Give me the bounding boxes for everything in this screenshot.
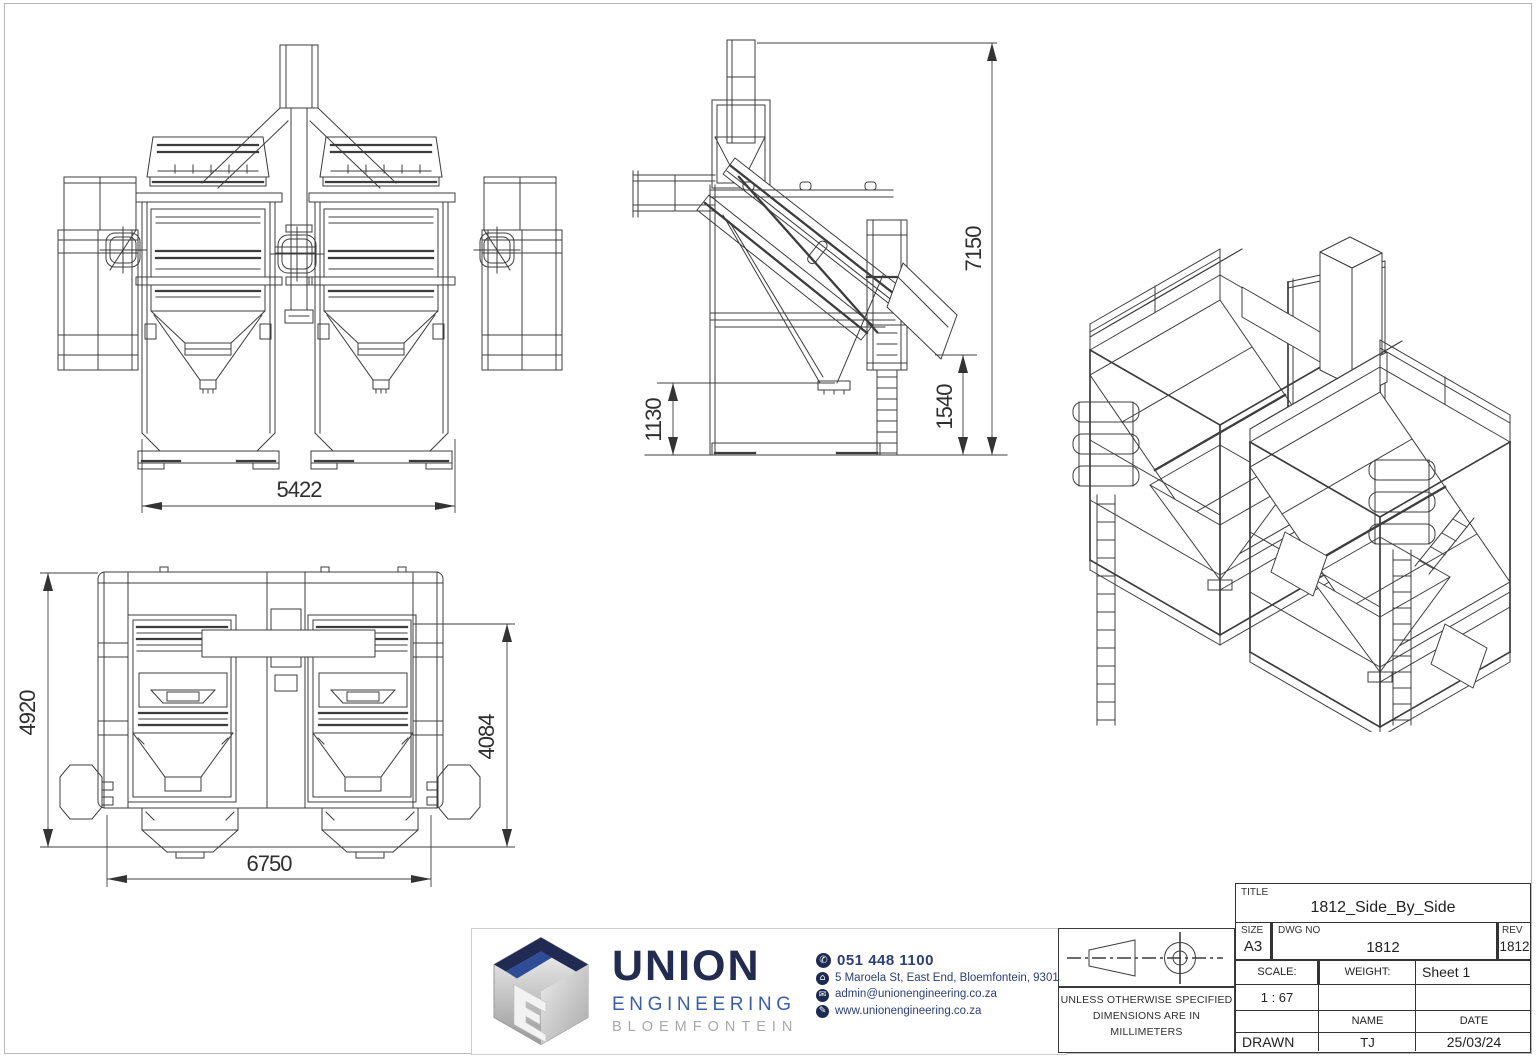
plan-structure (97, 566, 444, 809)
rev-value: 1812 (1499, 939, 1530, 954)
isometric-view (1072, 236, 1512, 732)
dim-plan-width: 6750 (247, 851, 293, 876)
side-view: 7150 1540 1130 (632, 39, 1008, 456)
name-label: NAME (1351, 1015, 1384, 1027)
plan-center (201, 571, 376, 809)
iso-left-ladder (1072, 401, 1140, 726)
drawing-title: 1812_Side_By_Side (1310, 899, 1456, 916)
third-angle-projection-icon (1067, 932, 1223, 984)
email-icon: ✉ (816, 988, 829, 1002)
address-icon: ⌂ (816, 972, 829, 986)
iso-discharge-chutes (1270, 531, 1488, 689)
company-city: BLOEMFONTEIN (612, 1019, 799, 1035)
size-label: SIZE (1241, 925, 1264, 936)
plan-dim-width: 6750 (106, 815, 432, 887)
drawn-label: DRAWN (1242, 1034, 1295, 1050)
dim-front-width: 5422 (277, 477, 323, 502)
projection-notes-block: UNLESS OTHERWISE SPECIFIED DIMENSIONS AR… (1058, 928, 1235, 1053)
company-email: admin@unionengineering.co.za (835, 988, 997, 1001)
company-website: www.unionengineering.co.za (835, 1004, 982, 1017)
company-logo-block: UNION ENGINEERING BLOEMFONTEIN ✆ 051 448… (471, 928, 1067, 1055)
union-hexagon-logo-icon (493, 936, 589, 1046)
front-view: 5422 (57, 44, 563, 513)
front-side-platform (57, 176, 147, 371)
rev-label: REV (1502, 925, 1523, 936)
plan-view: 4920 4084 6750 (15, 566, 515, 887)
general-notes: UNLESS OTHERWISE SPECIFIED DIMENSIONS AR… (1059, 993, 1234, 1040)
iso-railings (1089, 248, 1511, 443)
dim-side-discharge-height: 1540 (932, 384, 957, 430)
plan-dim-depth: 4920 (15, 572, 515, 848)
company-contact: ✆ 051 448 1100 ⌂ 5 Maroela St, East End,… (816, 952, 1059, 1021)
side-dim-discharge-height: 1540 (932, 354, 977, 455)
dim-plan-inner-depth: 4084 (474, 714, 499, 760)
iso-stair (1414, 509, 1475, 575)
dim-side-total-height: 7150 (961, 226, 986, 272)
front-machine (135, 136, 283, 470)
plan-machine (127, 614, 237, 803)
company-phone: 051 448 1100 (837, 952, 934, 969)
scale-value: 1 : 67 (1260, 990, 1294, 1005)
divider (1059, 986, 1234, 988)
phone-icon: ✆ (816, 953, 831, 969)
drawn-name: TJ (1360, 1035, 1375, 1050)
company-address: 5 Maroela St, East End, Bloemfontein, 93… (835, 972, 1059, 985)
scale-label: SCALE: (1257, 966, 1297, 978)
plan-dim-inner-depth: 4084 (413, 623, 515, 847)
dwg-no-label: DWG NO (1278, 925, 1321, 936)
weight-label: WEIGHT: (1344, 966, 1391, 978)
plan-discharge (141, 807, 239, 859)
notes-line1: UNLESS OTHERWISE SPECIFIED (1060, 994, 1233, 1006)
dim-side-outlet-height: 1130 (641, 398, 666, 442)
notes-line2: DIMENSIONS ARE IN MILLIMETERS (1092, 1009, 1201, 1038)
front-center-hatch (269, 226, 325, 286)
front-center-chute (201, 44, 397, 324)
sheet-number: Sheet 1 (1422, 964, 1471, 980)
website-icon: ✎ (816, 1004, 829, 1018)
side-structure (632, 39, 1008, 456)
dim-plan-depth: 4920 (15, 690, 40, 736)
company-division: ENGINEERING (612, 994, 796, 1015)
drawn-date: 25/03/24 (1446, 1034, 1502, 1050)
front-dim-width: 5422 (141, 439, 456, 513)
date-label: DATE (1459, 1015, 1489, 1027)
plan-octagon-platform (59, 764, 114, 820)
side-dim-outlet-height: 1130 (641, 382, 835, 455)
title-label: TITLE (1241, 887, 1269, 898)
side-dim-total-height: 7150 (757, 42, 997, 455)
sheet-size: A3 (1243, 938, 1263, 955)
iso-right-ladder (1368, 459, 1436, 726)
title-block: TITLE 1812_Side_By_Side SIZE A3 DWG NO 1… (1235, 883, 1531, 1053)
company-name: UNION (612, 942, 761, 990)
dwg-no: 1812 (1366, 939, 1400, 956)
